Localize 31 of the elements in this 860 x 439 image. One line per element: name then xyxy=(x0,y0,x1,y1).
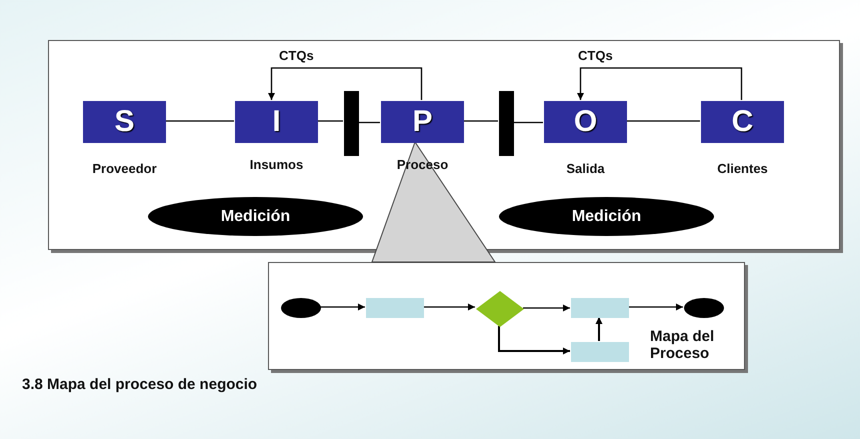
edge-label: CTQs xyxy=(277,48,316,63)
arrow xyxy=(498,326,570,354)
connector-line xyxy=(513,122,543,124)
letter-label: C xyxy=(732,105,754,139)
arrow xyxy=(596,317,602,341)
arrow xyxy=(523,304,570,312)
letter-label: P xyxy=(412,105,432,139)
connector-line xyxy=(626,120,700,122)
edge-label: CTQs xyxy=(576,48,615,63)
caption: 3.8 Mapa del proceso de negocio xyxy=(22,376,258,393)
stage-label: Proveedor xyxy=(92,161,157,176)
measurement-label: Medición xyxy=(572,208,642,226)
connector-line xyxy=(317,120,343,122)
panel-caption: Mapa del Proceso xyxy=(650,328,716,362)
stage-label: Insumos xyxy=(250,157,304,172)
connector-line xyxy=(358,122,380,124)
measurement-label: Medición xyxy=(220,208,290,226)
panel xyxy=(268,262,745,370)
arrow xyxy=(628,304,683,310)
arrow xyxy=(577,67,742,100)
stage-label: Clientes xyxy=(717,161,768,176)
arrow xyxy=(320,304,365,310)
letter-label: I xyxy=(272,105,281,139)
panel xyxy=(48,40,840,250)
letter-label: O xyxy=(574,105,598,139)
arrow xyxy=(268,67,422,100)
connector-line xyxy=(165,120,234,122)
stage-label: Salida xyxy=(566,161,605,176)
arrow xyxy=(423,304,475,310)
letter-label: S xyxy=(114,105,134,139)
connector-line xyxy=(463,120,498,122)
